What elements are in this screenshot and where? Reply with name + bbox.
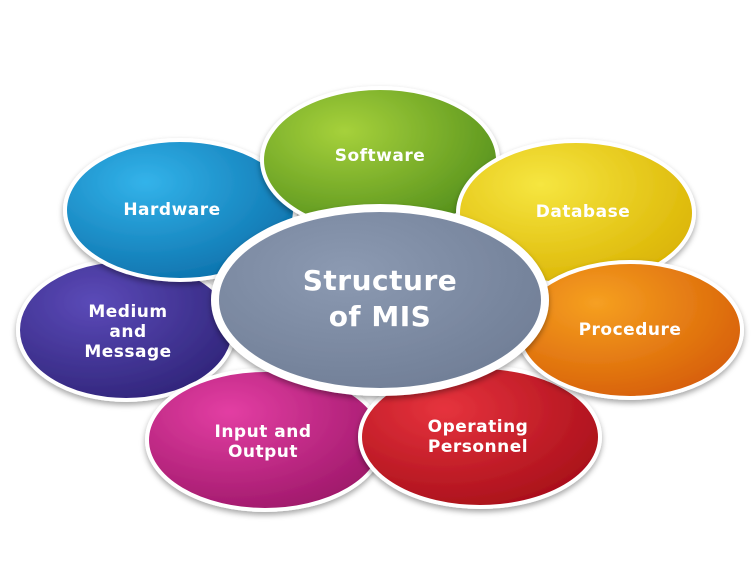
petal-hardware-label-line-0: Hardware	[123, 200, 220, 220]
petal-medium-message-label-line-1: and	[109, 322, 146, 342]
petal-database-label-line-0: Database	[536, 202, 630, 222]
petal-input-output-label-line-0: Input and	[215, 422, 312, 442]
petal-medium-message-label-line-2: Message	[84, 342, 171, 362]
center-title-line-0: Structure	[303, 264, 458, 297]
petal-procedure: Procedure	[516, 260, 744, 400]
center-node-shape	[211, 204, 549, 396]
petal-input-output-label-line-1: Output	[228, 442, 298, 462]
petal-operating-personnel-label-line-1: Personnel	[428, 437, 528, 457]
petal-software-label-line-0: Software	[335, 146, 426, 166]
center-title-line-1: of MIS	[329, 300, 432, 333]
petal-procedure-label-line-0: Procedure	[579, 320, 682, 340]
petal-operating-personnel-label-line-0: Operating	[428, 417, 529, 437]
petal-medium-message-label-line-0: Medium	[88, 302, 167, 322]
